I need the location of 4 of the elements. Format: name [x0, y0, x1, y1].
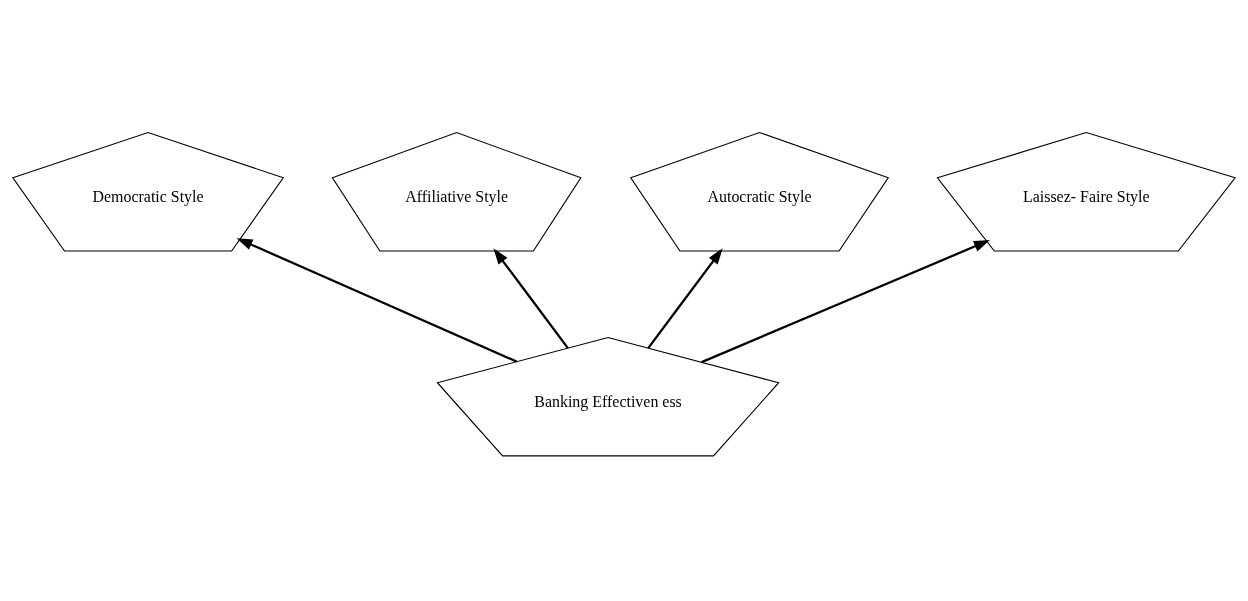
arrow	[701, 240, 990, 364]
arrow	[647, 248, 723, 349]
arrow	[493, 248, 569, 349]
arrow	[236, 238, 518, 363]
